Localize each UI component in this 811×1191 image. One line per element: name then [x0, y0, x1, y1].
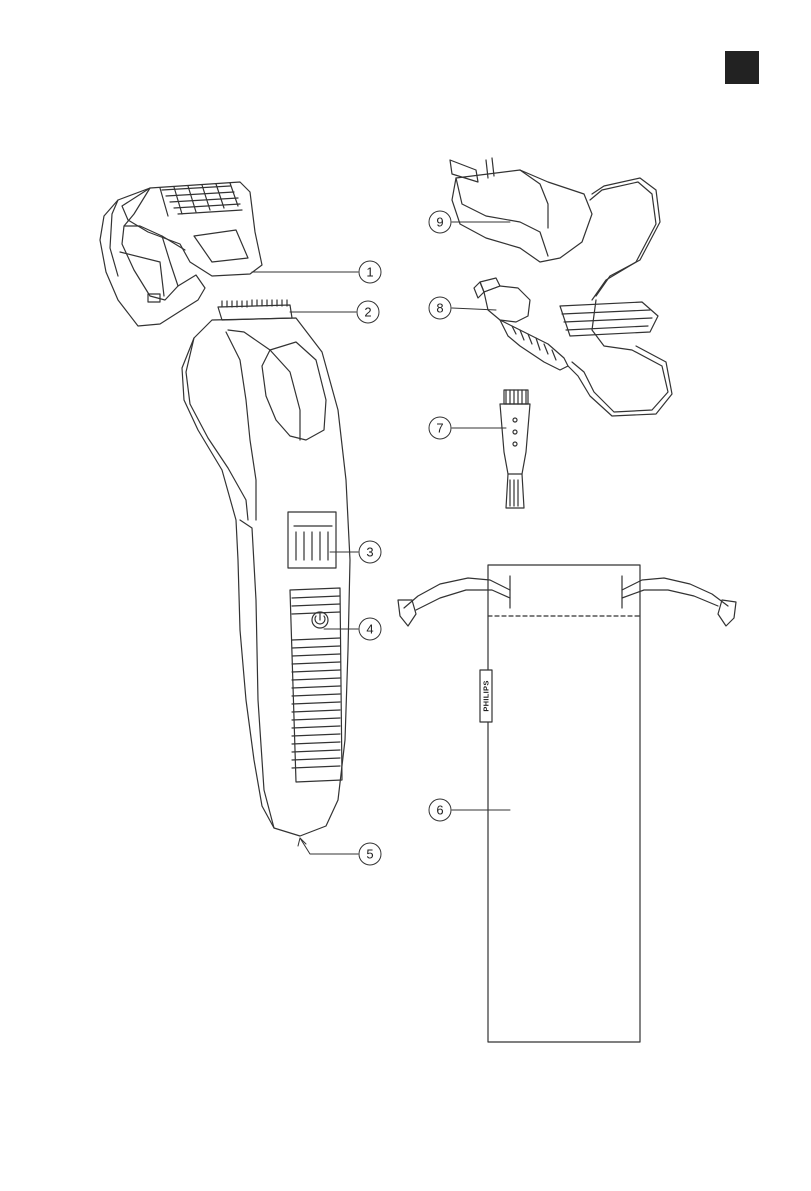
leader-lines: [252, 222, 510, 854]
comb-attachment: [100, 182, 262, 326]
trimmer-body: [182, 318, 350, 836]
callout-numbers: 1 2 3 4 5 6 7 8 9: [364, 215, 443, 862]
small-plug: [474, 278, 568, 370]
pouch-brand-label: PHILIPS: [482, 680, 491, 711]
callout-2: 2: [364, 305, 371, 320]
power-cord: [560, 300, 672, 416]
callout-5: 5: [366, 847, 373, 862]
callout-4: 4: [366, 622, 373, 637]
callout-1: 1: [366, 265, 373, 280]
cutting-element: [218, 300, 292, 320]
adapter: [450, 158, 660, 300]
callout-8: 8: [436, 301, 443, 316]
callout-3: 3: [366, 545, 373, 560]
callout-7: 7: [436, 421, 443, 436]
cleaning-brush: [500, 390, 530, 508]
callout-6: 6: [436, 803, 443, 818]
callout-9: 9: [436, 215, 443, 230]
